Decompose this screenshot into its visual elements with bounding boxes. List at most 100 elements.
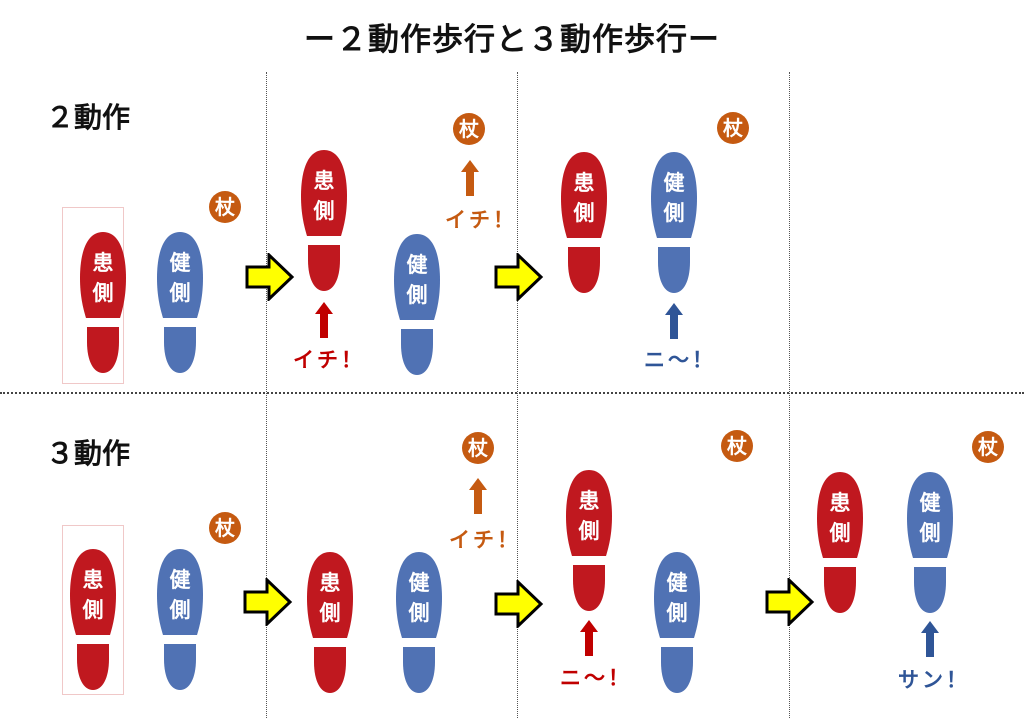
call-ichi-cane: イチ！ [445,208,517,232]
foot-label: 健側 [905,488,955,548]
foot-label: 健側 [392,250,442,310]
next-step-arrow-icon [765,578,815,626]
next-step-arrow-icon [494,580,544,628]
cane-label: 杖 [468,436,488,460]
call-ni: ニ〜！ [560,666,632,690]
three-step-label: ３動作 [46,437,131,470]
affected-foot: 患側 [559,150,609,294]
divider-vertical-3 [789,72,790,718]
foot-label: 健 [406,253,428,277]
foot-label: 患側 [305,568,355,628]
call-ichi-cane: イチ！ [449,528,521,552]
foot-label: 健側 [394,568,444,628]
healthy-foot: 健側 [155,230,205,374]
cane-badge: 杖 [453,113,485,145]
shape-graphic [765,578,815,626]
foot-label: 側 [578,519,600,543]
next-step-arrow-icon [245,253,295,301]
foot-label: 患 [578,489,600,513]
start-frame [62,525,124,695]
shape-graphic [315,302,333,338]
cane-badge: 杖 [462,432,494,464]
cane-label: 杖 [723,116,743,140]
foot-label: 側 [919,521,941,545]
affected-foot: 患側 [564,468,614,612]
foot-label: 健 [408,571,430,595]
cane-badge: 杖 [209,191,241,223]
divider-vertical-2 [517,72,518,718]
shape-graphic [665,303,683,339]
healthy-foot: 健側 [652,550,702,694]
foot-label: 側 [406,283,428,307]
foot-label: 患側 [559,168,609,228]
foot-label: 側 [169,598,191,622]
foot-label: 患 [573,171,595,195]
shape-graphic [245,253,295,301]
up-arrow-icon [315,302,333,338]
foot-label: 健 [169,251,191,275]
shape-graphic [461,160,479,196]
foot-label: 側 [408,601,430,625]
foot-label: 患側 [299,166,349,226]
shape-graphic [580,620,598,656]
affected-foot: 患側 [815,470,865,614]
foot-label: 健 [666,571,688,595]
affected-foot: 患側 [305,550,355,694]
healthy-foot: 健側 [392,232,442,376]
foot-label: 健 [169,568,191,592]
shape-graphic [243,578,293,626]
affected-foot: 患側 [68,547,118,691]
foot-label: 側 [666,601,688,625]
healthy-foot: 健側 [649,150,699,294]
foot-label: 健 [919,491,941,515]
foot-label: 側 [82,598,104,622]
foot-label: 患側 [564,486,614,546]
foot-label: 健側 [155,565,205,625]
up-arrow-icon [580,620,598,656]
page-title: ー２動作歩行と３動作歩行ー [304,22,720,58]
call-ichi: イチ！ [293,348,365,372]
foot-label: 患 [319,571,341,595]
shape-graphic [921,621,939,657]
foot-label: 側 [829,521,851,545]
cane-badge: 杖 [972,431,1004,463]
call-san: サン！ [898,668,970,692]
cane-label: 杖 [459,117,479,141]
shape-graphic [494,253,544,301]
affected-foot: 患側 [78,230,128,374]
foot-label: 健側 [652,568,702,628]
next-step-arrow-icon [243,578,293,626]
cane-label: 杖 [978,435,998,459]
cane-label: 杖 [215,195,235,219]
foot-label: 患 [313,169,335,193]
foot-label: 側 [169,281,191,305]
foot-label: 側 [92,281,114,305]
up-arrow-icon [665,303,683,339]
healthy-foot: 健側 [905,470,955,614]
cane-label: 杖 [727,434,747,458]
foot-label: 健側 [649,168,699,228]
foot-label: 側 [319,601,341,625]
foot-label: 側 [313,199,335,223]
up-arrow-icon [461,160,479,196]
up-arrow-icon [921,621,939,657]
healthy-foot: 健側 [394,550,444,694]
foot-label: 患側 [78,248,128,308]
cane-badge: 杖 [721,430,753,462]
up-arrow-icon [469,478,487,514]
divider-vertical-1 [266,72,267,718]
shape-graphic [469,478,487,514]
divider-horizontal [0,392,1024,394]
foot-label: 患側 [68,565,118,625]
affected-foot: 患側 [299,148,349,292]
foot-label: 側 [573,201,595,225]
foot-label: 患 [82,568,104,592]
foot-label: 患 [829,491,851,515]
two-step-label: ２動作 [46,101,131,134]
next-step-arrow-icon [494,253,544,301]
foot-label: 患側 [815,488,865,548]
foot-label: 患 [92,251,114,275]
cane-badge: 杖 [717,112,749,144]
call-ni: ニ〜！ [644,348,716,372]
foot-label: 側 [663,201,685,225]
